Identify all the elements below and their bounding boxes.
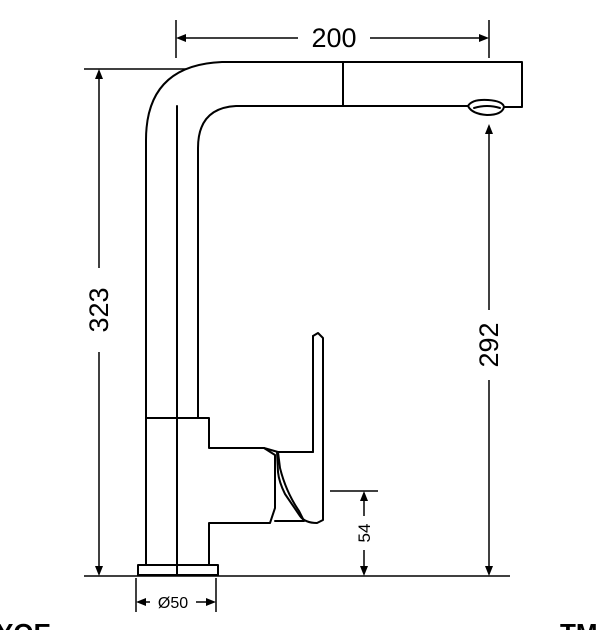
edge-text-left: YOE <box>0 618 51 630</box>
dim-label-54: 54 <box>355 524 374 543</box>
arrow-54-bottom <box>360 566 368 576</box>
body-outline <box>145 417 276 566</box>
dim-label-200: 200 <box>311 23 356 53</box>
nozzle-detail <box>473 105 501 109</box>
nozzle <box>467 98 505 116</box>
edge-text-right: TM <box>560 618 598 630</box>
arrow-323-bottom <box>95 566 103 576</box>
arrow-50-left <box>136 598 146 606</box>
dim-label-323: 323 <box>84 287 114 332</box>
lever-handle <box>276 332 324 524</box>
spout-inner-outline <box>197 105 469 419</box>
arrow-323-top <box>95 69 103 79</box>
arrow-292-bottom <box>485 566 493 576</box>
spout-outer-outline <box>145 61 523 419</box>
arrow-200-right <box>479 34 489 42</box>
dim-label-292: 292 <box>474 322 504 367</box>
valve-collar <box>263 447 305 522</box>
dim-label-diameter-50: Ø50 <box>158 595 188 612</box>
arrow-54-top <box>360 491 368 501</box>
arrow-292-top <box>485 124 493 134</box>
arrow-50-right <box>206 598 216 606</box>
arrow-200-left <box>176 34 186 42</box>
base-plate <box>137 564 219 576</box>
